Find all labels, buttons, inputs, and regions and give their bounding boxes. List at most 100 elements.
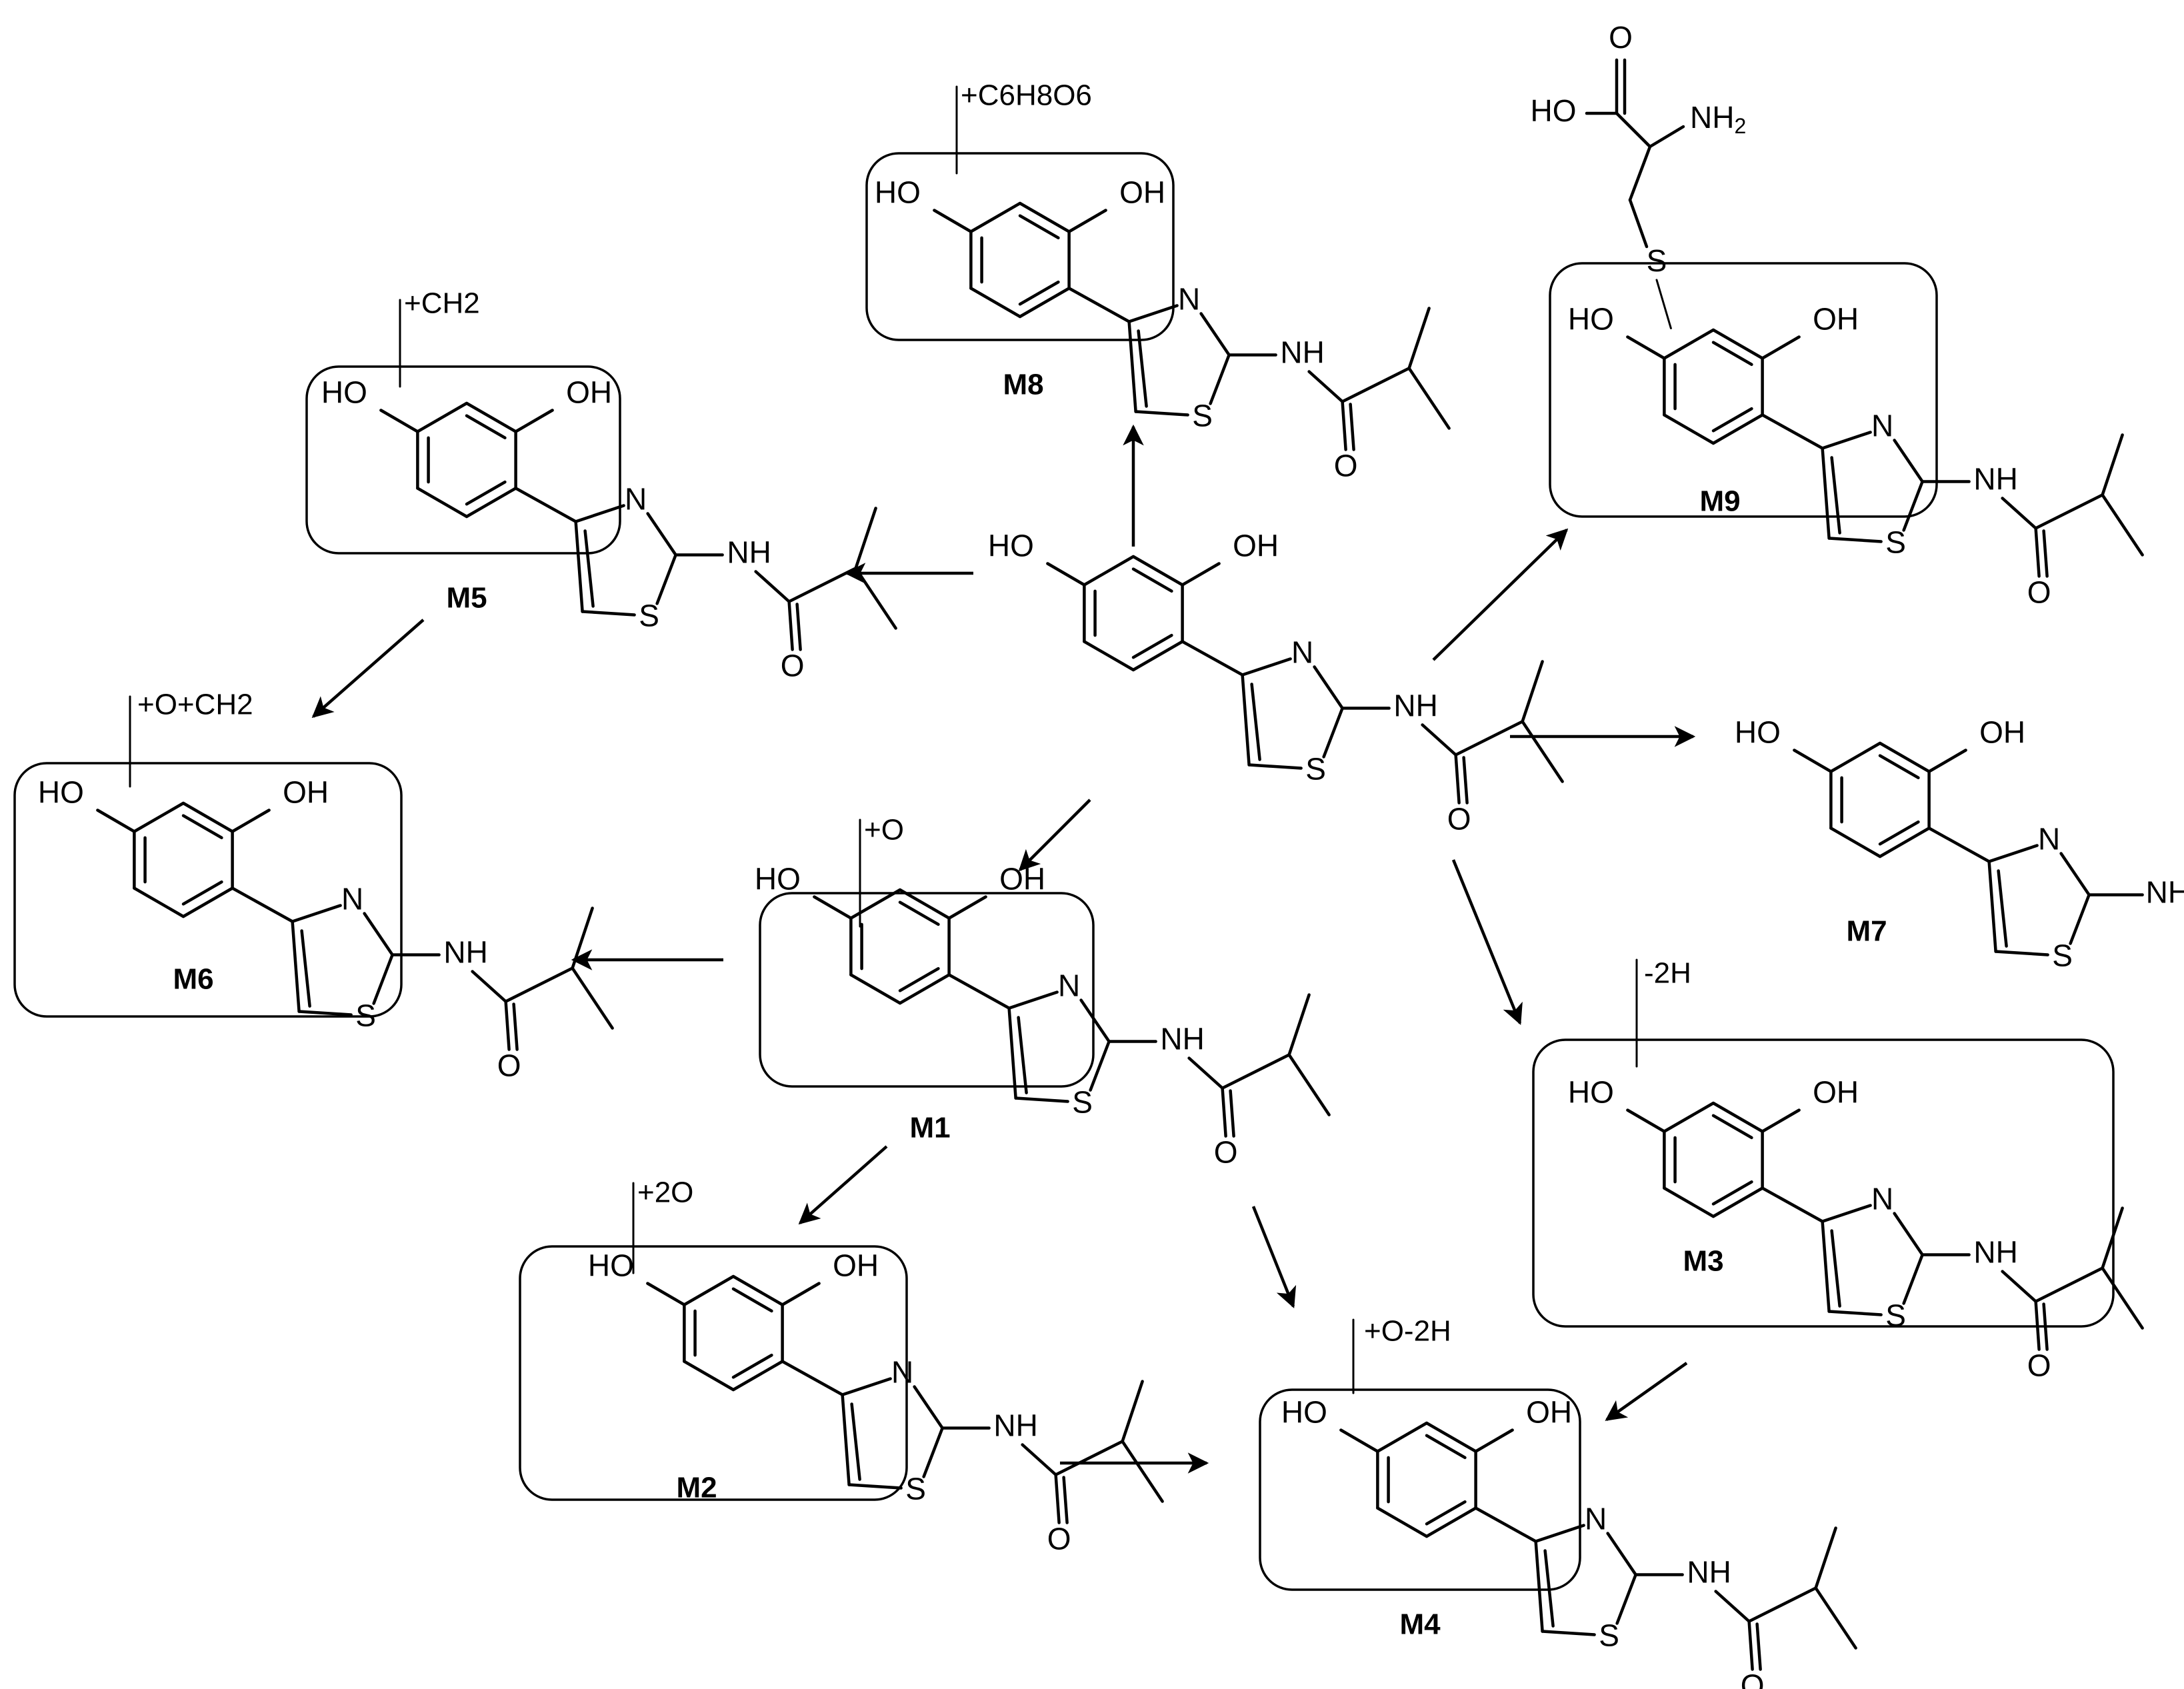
benzene-ring	[1376, 1421, 1477, 1538]
carbonyl-oxygen-label: O	[1741, 1668, 1765, 1689]
thiazole-ring: NS	[1534, 1502, 1637, 1653]
benzene-ring	[416, 401, 517, 519]
arrow-parent-to-m1	[1018, 799, 1091, 872]
sulfur-label: S	[1599, 1618, 1619, 1653]
arrow-parent-to-m3	[1451, 859, 1523, 1025]
amide-nh-label: NH	[727, 535, 771, 570]
nitrogen-label: N	[625, 482, 647, 517]
modification-label: +CH2	[404, 287, 480, 320]
sulfur-label: S	[1885, 525, 1906, 560]
carbonyl-oxygen-label: O	[497, 1048, 521, 1083]
nitrogen-label: N	[1058, 968, 1080, 1003]
highlight-box	[13, 762, 403, 1018]
hydroxyl-label: OH	[566, 375, 612, 410]
carbonyl-oxygen-label: O	[781, 649, 805, 683]
hydroxyl-label: HO	[1281, 1395, 1327, 1430]
isobutyramide-group: NH O	[674, 507, 897, 683]
hydroxyl-label: OH	[1119, 175, 1165, 210]
sulfur-label: S	[1885, 1298, 1906, 1333]
nitrogen-label: N	[341, 882, 363, 916]
metabolite-label: M6	[173, 963, 213, 996]
nitrogen-label: N	[2038, 822, 2060, 856]
hydroxyl-label: OH	[999, 862, 1045, 896]
amide-nh-label: NH	[993, 1408, 1037, 1443]
metabolite-label: M7	[1846, 915, 1887, 948]
amide-nh-label: NH	[443, 935, 487, 970]
benzene-ring	[683, 1274, 784, 1392]
sulfur-label: S	[2052, 938, 2073, 973]
benzene-ring	[133, 801, 234, 918]
sulfur-label: S	[1072, 1085, 1093, 1120]
thiazole-ring: NS	[291, 882, 394, 1033]
modification-label: -2H	[1644, 957, 1691, 990]
benzene-ring	[1663, 1101, 1764, 1218]
benzene-ring	[1663, 328, 1764, 445]
thiazole-ring: NS	[841, 1355, 944, 1506]
highlight-box	[519, 1245, 908, 1501]
amide-nh-label: NH	[1973, 462, 2017, 497]
thiazole-ring: NS	[1821, 409, 1924, 560]
sulfur-label: S	[1192, 399, 1213, 433]
amine-label: NH2	[2146, 875, 2184, 913]
benzene-ring	[1083, 555, 1184, 672]
modification-label: +C6H8O6	[961, 79, 1092, 112]
amide-nh-label: NH	[1393, 689, 1437, 723]
hydroxyl-label: HO	[588, 1248, 634, 1283]
molecule-m7: HOOHNSNH2M7	[1735, 715, 2184, 973]
nitrogen-label: N	[1871, 1182, 1893, 1216]
carbonyl-oxygen-label: O	[1047, 1522, 1071, 1556]
benzene-ring	[849, 888, 951, 1005]
amide-nh-label: NH	[1160, 1022, 1204, 1056]
reaction-arrows	[311, 424, 1696, 1474]
isobutyramide-group: NHO	[1341, 660, 1564, 837]
hydroxyl-label: OH	[1813, 302, 1859, 337]
highlight-box	[305, 365, 621, 555]
arrow-parent-to-m9	[1432, 528, 1569, 661]
hydroxyl-label: HO	[755, 862, 801, 896]
nitrogen-label: N	[1871, 409, 1893, 443]
benzene-ring	[969, 201, 1071, 319]
isobutyramide-group: NH O	[1921, 433, 2144, 610]
isobutyramide-group: NH O	[1634, 1526, 1857, 1689]
amine-label: NH2	[1690, 100, 1746, 138]
arrow-m1-to-m4	[1251, 1206, 1297, 1308]
hydroxyl-label: OH	[1526, 1395, 1572, 1430]
metabolite-label: M8	[1003, 369, 1043, 401]
metabolite-label: M5	[446, 582, 487, 615]
acid-oxygen-label: O	[1609, 20, 1633, 55]
isobutyramide-group: NHO	[1227, 307, 1451, 483]
sulfur-label: S	[905, 1472, 926, 1506]
hydroxyl-label: HO	[875, 175, 921, 210]
carbonyl-oxygen-label: O	[1214, 1135, 1238, 1170]
metabolite-label: M9	[1699, 485, 1740, 518]
hydroxyl-label: OH	[833, 1248, 879, 1283]
hydroxyl-label: OH	[1979, 715, 2025, 750]
hydroxyl-label: HO	[1568, 1075, 1614, 1110]
thiazole-ring: NS	[1821, 1182, 1924, 1333]
arrow-m5-to-m6	[311, 619, 425, 719]
hydroxyl-label: OH	[1233, 529, 1279, 563]
amide-nh-label: NH	[1687, 1555, 1731, 1590]
thiazole-ring: NS	[574, 482, 677, 633]
isobutyramide-group: NH O	[1107, 993, 1331, 1170]
highlight-box	[759, 892, 1095, 1088]
thiazole-ring: NS	[1007, 968, 1111, 1120]
hydroxyl-label: HO	[1568, 302, 1614, 337]
highlight-box	[1549, 262, 1938, 518]
sulfur-label: S	[639, 599, 659, 633]
highlight-box	[1532, 1038, 2115, 1328]
metabolite-label: M1	[909, 1112, 950, 1144]
sulfur-label: S	[1305, 752, 1326, 787]
nitrogen-label: N	[1585, 1502, 1607, 1536]
hydroxyl-label: HO	[988, 529, 1034, 563]
carbonyl-oxygen-label: O	[2027, 575, 2051, 610]
